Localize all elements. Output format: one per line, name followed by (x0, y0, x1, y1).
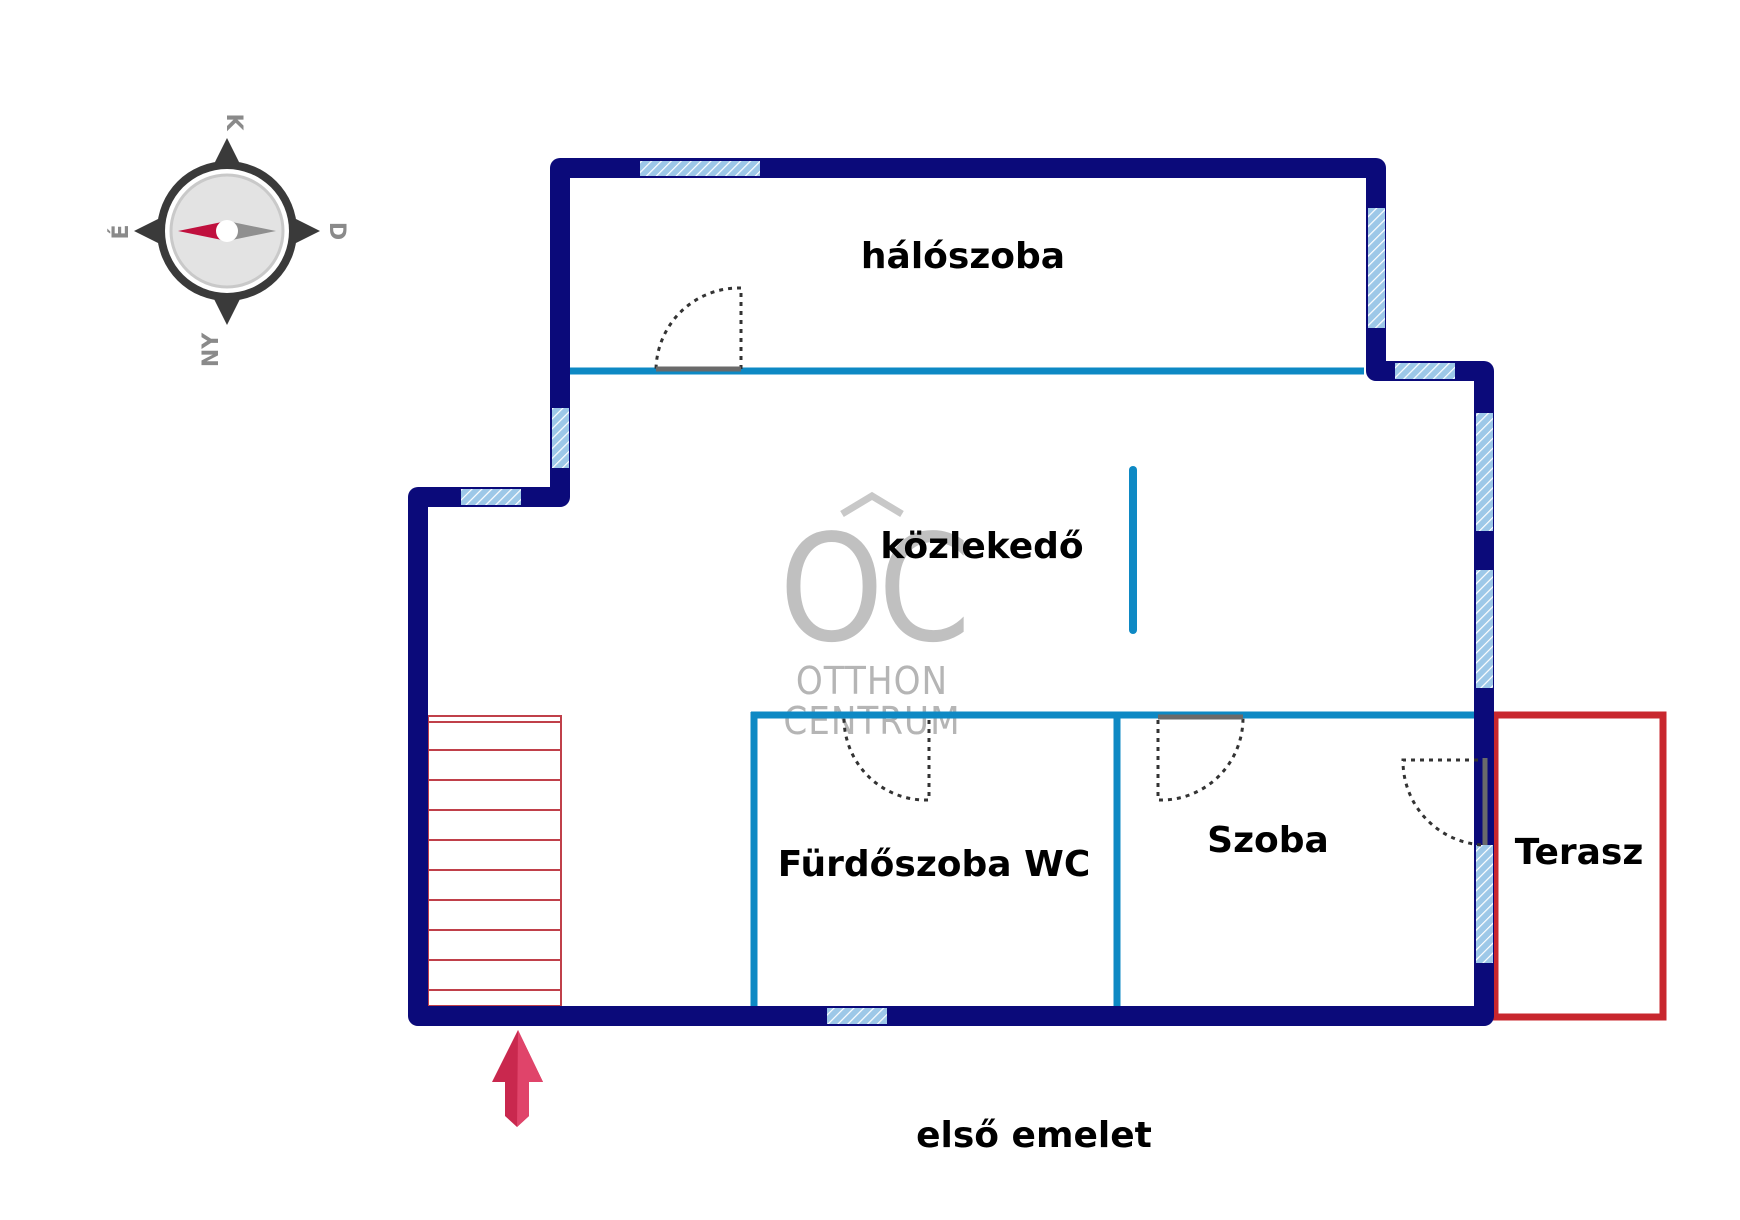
interior-walls (570, 367, 1484, 1010)
stairs (427, 715, 562, 1007)
compass-needle-gray (232, 222, 276, 240)
watermark-roof-icon (840, 491, 904, 518)
window (1368, 208, 1385, 328)
window (640, 161, 760, 176)
doors (654, 286, 1487, 847)
watermark-line2: CENTRUM (783, 699, 960, 743)
terrace-outline (1491, 711, 1667, 1021)
room-label-bathroom: Fürdőszoba WC (778, 844, 1091, 885)
compass-needle-red (178, 222, 222, 240)
room-label-hallway: közlekedő (880, 526, 1083, 567)
compass-letter-west: É (108, 224, 134, 239)
window (1476, 845, 1493, 963)
window (461, 489, 521, 505)
window (1395, 363, 1455, 379)
window (552, 408, 569, 468)
door-terrace (1401, 758, 1487, 847)
floor-label: első emelet (916, 1115, 1152, 1156)
door-bedroom (654, 286, 743, 370)
room-label-room: Szoba (1207, 820, 1329, 861)
door-room (1156, 717, 1245, 802)
window (1476, 413, 1493, 531)
watermark-line1: OTTHON (796, 659, 948, 703)
compass-letter-east: D (324, 222, 349, 240)
window (1476, 570, 1493, 688)
compass-icon: K D NY É (108, 113, 349, 367)
room-label-bedroom: hálószoba (861, 236, 1065, 277)
windows (461, 161, 1493, 1024)
door-frames (656, 366, 1488, 845)
window (827, 1008, 887, 1024)
entrance-arrow-icon (492, 1030, 543, 1127)
compass-letter-north: K (221, 113, 246, 131)
room-label-terrace: Terasz (1515, 832, 1644, 873)
compass-letter-south: NY (199, 332, 224, 367)
watermark: OC OTTHON CENTRUM (779, 491, 971, 743)
door-bathroom (842, 717, 931, 802)
watermark-logo: OC (779, 503, 965, 675)
